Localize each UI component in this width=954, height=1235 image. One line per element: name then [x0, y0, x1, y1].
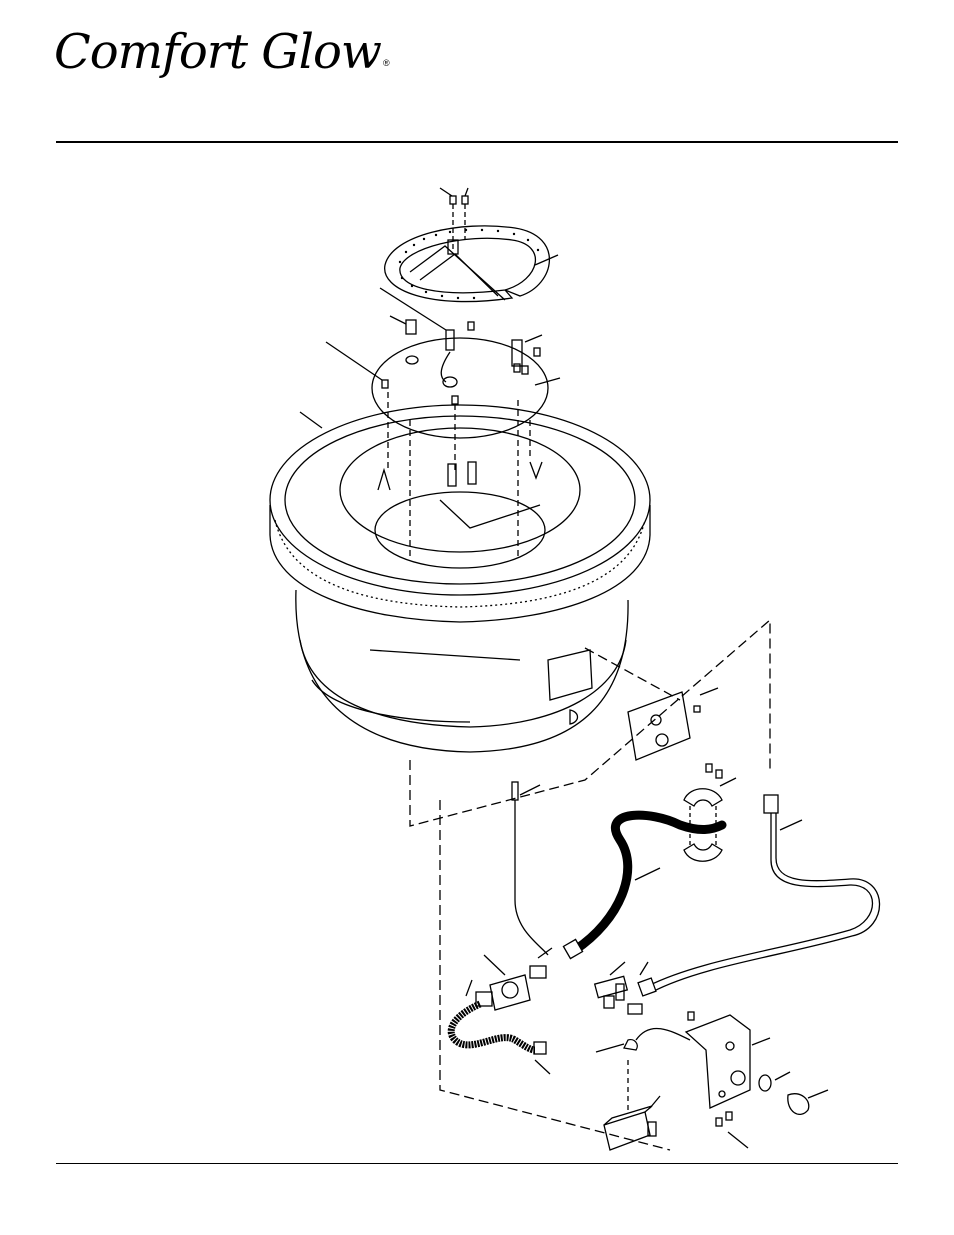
- burner-ring-icon: [385, 226, 558, 302]
- assembly-guide-lines: [388, 392, 530, 560]
- gas-hose-icon: [563, 815, 722, 958]
- fire-pit-bowl-icon: [270, 405, 650, 752]
- igniter-icon: [596, 1028, 690, 1150]
- regulator-icon: [476, 948, 552, 1010]
- flex-connector-icon: [451, 980, 550, 1074]
- hose-clamp-icon: [684, 764, 736, 861]
- orifice-fitting: [380, 288, 542, 366]
- thermocouple-icon: [512, 782, 548, 955]
- access-cover-icon: [628, 688, 718, 760]
- burner-plate-icon: [326, 338, 560, 438]
- control-bracket-icon: [686, 1012, 770, 1148]
- knob-icon: [759, 1072, 828, 1114]
- access-outline: [410, 620, 770, 1150]
